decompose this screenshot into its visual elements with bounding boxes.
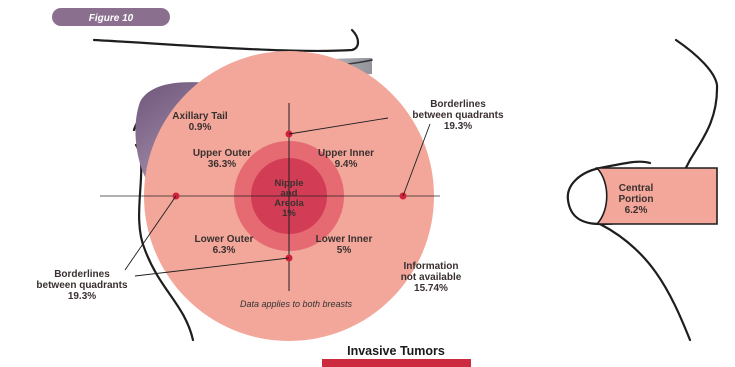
- svg-text:Central: Central: [619, 183, 654, 194]
- svg-text:Borderlines: Borderlines: [54, 269, 110, 280]
- title: Invasive Tumors: [347, 344, 445, 358]
- borderlines-right-label: Borderlines between quadrants 19.3%: [412, 99, 504, 132]
- svg-text:1%: 1%: [282, 208, 296, 219]
- figure-label: Figure 10: [89, 13, 134, 24]
- svg-text:5%: 5%: [337, 245, 352, 256]
- svg-text:19.3%: 19.3%: [68, 291, 96, 302]
- svg-text:0.9%: 0.9%: [189, 122, 212, 133]
- profile-back-line: [676, 40, 717, 160]
- svg-text:not available: not available: [401, 272, 462, 283]
- svg-text:Portion: Portion: [619, 194, 654, 205]
- svg-text:between quadrants: between quadrants: [412, 110, 504, 121]
- shoulder-line: [94, 30, 358, 51]
- figure-badge: Figure 10: [52, 8, 170, 26]
- profile-lower-line: [600, 224, 690, 340]
- svg-text:Upper Outer: Upper Outer: [193, 148, 251, 159]
- svg-text:between quadrants: between quadrants: [36, 280, 128, 291]
- footnote: Data applies to both breasts: [240, 299, 353, 309]
- svg-text:15.74%: 15.74%: [414, 283, 448, 294]
- svg-text:Upper Inner: Upper Inner: [318, 148, 374, 159]
- svg-text:Lower Outer: Lower Outer: [195, 234, 254, 245]
- svg-text:6.2%: 6.2%: [625, 205, 648, 216]
- svg-text:9.4%: 9.4%: [335, 159, 358, 170]
- svg-text:Information: Information: [404, 261, 459, 272]
- svg-text:Lower Inner: Lower Inner: [316, 234, 373, 245]
- borderlines-left-label: Borderlines between quadrants 19.3%: [36, 269, 128, 302]
- svg-text:36.3%: 36.3%: [208, 159, 236, 170]
- svg-text:Axillary Tail: Axillary Tail: [172, 111, 228, 122]
- svg-text:19.3%: 19.3%: [444, 121, 472, 132]
- title-block: Invasive Tumors: [322, 344, 471, 367]
- svg-text:6.3%: 6.3%: [213, 245, 236, 256]
- central-portion-region: [597, 168, 717, 224]
- title-underline-bar: [322, 359, 471, 367]
- info-not-available-label: Information not available 15.74%: [401, 261, 462, 294]
- svg-text:Borderlines: Borderlines: [430, 99, 486, 110]
